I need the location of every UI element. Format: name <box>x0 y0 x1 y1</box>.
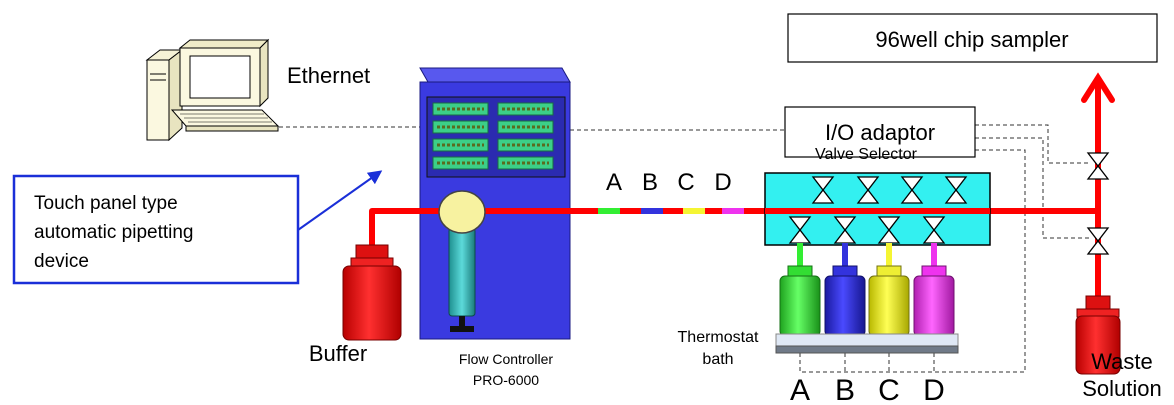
valve-icon <box>1086 227 1110 243</box>
channel-label-top-a: A <box>606 169 622 196</box>
sample-bottles <box>775 243 959 354</box>
valve-icon <box>922 216 946 232</box>
bottle-icon <box>913 265 955 337</box>
io-adaptor-label: I/O adaptor <box>825 120 935 145</box>
waste-label-line2: Solution <box>1082 376 1162 401</box>
valve-icon <box>788 216 812 232</box>
valve-icon <box>833 216 857 232</box>
valve-icon <box>877 216 901 232</box>
channel-labels-bottom: A B C D <box>790 374 945 405</box>
touch-panel-label-line2: automatic pipetting <box>34 222 194 243</box>
sample-plugs <box>598 208 744 214</box>
buffer-label: Buffer <box>309 341 367 366</box>
sampler-label: 96well chip sampler <box>875 27 1068 52</box>
channel-label-bottom-a: A <box>790 374 810 405</box>
flow-controller-label: Flow Controller <box>459 351 553 367</box>
bottle-icon <box>824 265 866 337</box>
outlet-valves <box>1086 152 1110 255</box>
valve-icon <box>900 176 924 192</box>
arrow-up-icon <box>1081 72 1115 150</box>
valve-icon <box>944 176 968 192</box>
thermostat-label-line2: bath <box>702 351 733 368</box>
touch-panel-label-line3: device <box>34 251 89 272</box>
touch-panel-buttons <box>432 102 554 170</box>
ethernet-label: Ethernet <box>287 63 370 88</box>
waste-label-line1: Waste <box>1091 349 1153 374</box>
computer-icon <box>145 38 280 142</box>
valve-selector-label: Valve Selector <box>815 146 918 163</box>
flow-controller-model: PRO-6000 <box>473 372 539 388</box>
channel-labels-top: A B C D <box>606 169 732 196</box>
bottle-icon <box>779 265 821 337</box>
valve-icons <box>788 176 968 244</box>
valve-icon <box>856 176 880 192</box>
bottle-icon <box>868 265 910 337</box>
thermostat-bath <box>775 333 959 347</box>
io-adaptor-box: I/O adaptor <box>784 106 976 158</box>
valve-icon <box>811 176 835 192</box>
valve-icon <box>1086 152 1110 168</box>
syringe-icon <box>438 190 486 332</box>
touch-panel-callout: Touch panel type automatic pipetting dev… <box>12 170 383 285</box>
channel-label-top-b: B <box>642 169 658 196</box>
channel-label-top-d: D <box>714 169 731 196</box>
control-wiring <box>272 124 1090 373</box>
bottle-icon <box>1075 295 1121 375</box>
channel-label-bottom-c: C <box>878 374 900 405</box>
touch-panel-label-line1: Touch panel type <box>34 193 178 214</box>
channel-label-top-c: C <box>677 169 694 196</box>
bottle-icon <box>342 244 402 341</box>
thermostat-label-line1: Thermostat <box>678 329 759 346</box>
channel-label-bottom-b: B <box>835 374 855 405</box>
channel-label-bottom-d: D <box>923 374 945 405</box>
sampler-box: 96well chip sampler <box>787 13 1158 63</box>
